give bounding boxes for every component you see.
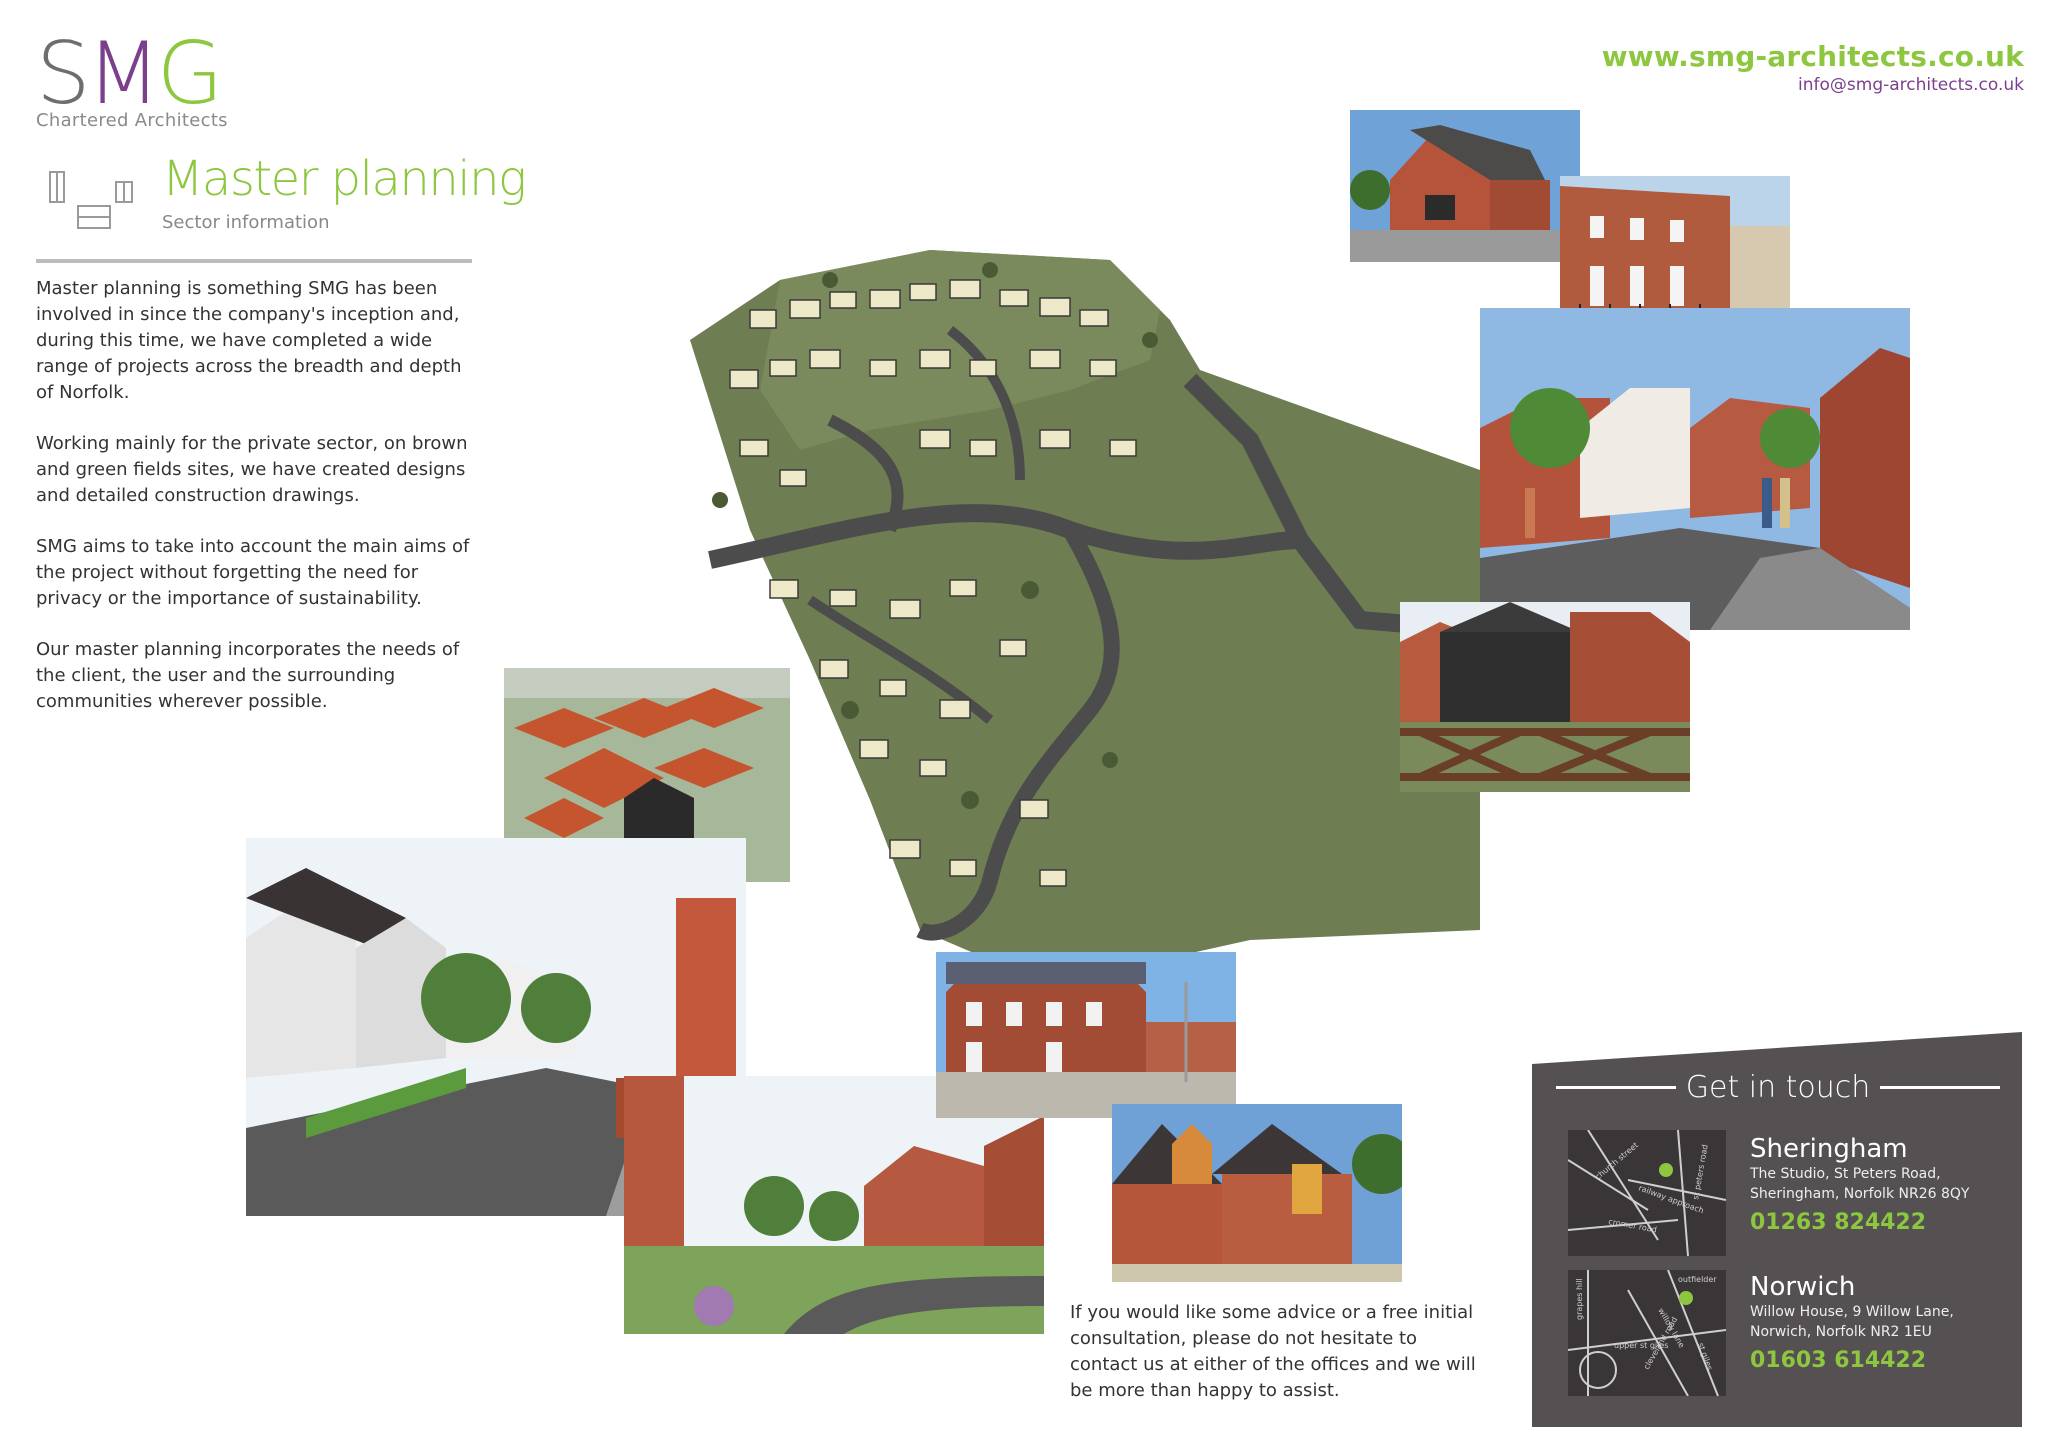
office-sheringham: Sheringham The Studio, St Peters Road, S… [1750,1134,2010,1235]
bungalows-photo [1112,1104,1402,1282]
street-render-left [246,838,746,1216]
page-subtitle: Sector information [162,212,330,233]
title-divider [36,259,472,263]
page-title: Master planning [162,151,527,207]
svg-text:outfielder: outfielder [1678,1275,1717,1284]
office-address-line: Norwich, Norfolk NR2 1EU [1750,1324,1932,1340]
paragraph: Working mainly for the private sector, o… [36,433,468,506]
brick-townhouses-photo [936,952,1236,1118]
smg-logo: SMG Chartered Architects [36,24,236,131]
closing-text: If you would like some advice or a free … [1070,1302,1476,1401]
sector-icon [48,168,138,233]
intro-text: Master planning is something SMG has bee… [36,276,476,740]
office-norwich: Norwich Willow House, 9 Willow Lane, Nor… [1750,1272,2010,1373]
office-address-line: Sheringham, Norfolk NR26 8QY [1750,1186,1970,1202]
office-address-line: The Studio, St Peters Road, [1750,1166,1941,1182]
header-contact: www.smg-architects.co.uk info@smg-archit… [1602,40,2024,95]
office-phone[interactable]: 01603 614422 [1750,1348,1927,1373]
paragraph: SMG aims to take into account the main a… [36,536,470,609]
get-in-touch-panel: Get in touch church street railway appro… [1532,1032,2022,1427]
title-block: Master planning Sector information [162,150,527,233]
email-link[interactable]: info@smg-architects.co.uk [1798,75,2024,95]
street-render-right [1480,308,1910,630]
office-city: Norwich [1750,1272,1856,1302]
get-in-touch-heading: Get in touch [1556,1070,2000,1105]
sheringham-map[interactable]: church street railway approach cromer ro… [1567,1129,1727,1257]
paragraph: Our master planning incorporates the nee… [36,639,460,712]
masterplan-aerial-image [690,240,1480,960]
logo-subtitle: Chartered Architects [36,110,228,131]
svg-text:upper st giles: upper st giles [1614,1341,1668,1350]
weatherboard-house-photo [1400,602,1690,792]
website-link[interactable]: www.smg-architects.co.uk [1601,40,2024,73]
office-phone[interactable]: 01263 824422 [1750,1210,1927,1235]
house-photo-gable [1350,110,1580,262]
norwich-map[interactable]: grapes hill upper st giles cleveland roa… [1567,1269,1727,1397]
office-address-line: Willow House, 9 Willow Lane, [1750,1304,1954,1320]
estate-road-render [624,1076,1044,1334]
paragraph: Master planning is something SMG has bee… [36,278,462,403]
svg-text:grapes hill: grapes hill [1575,1278,1584,1320]
office-city: Sheringham [1750,1134,1908,1164]
logo-wordmark: SMG [36,24,223,124]
